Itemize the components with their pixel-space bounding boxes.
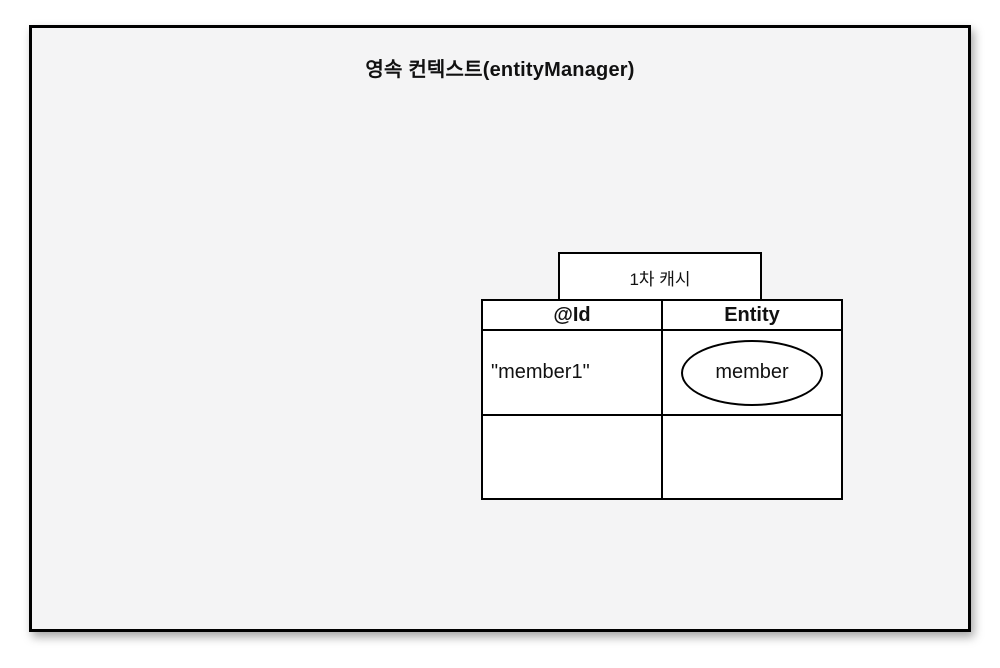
first-level-cache-table: @Id Entity "member1" member	[481, 299, 843, 500]
cell-id-member1: "member1"	[481, 329, 663, 416]
table-row: "member1" member	[481, 329, 843, 416]
persistence-context-title: 영속 컨텍스트(entityManager)	[365, 59, 635, 81]
table-header-row: @Id Entity	[481, 299, 843, 331]
cell-id-empty	[481, 414, 663, 500]
persistence-context-panel: 영속 컨텍스트(entityManager) 1차 캐시 @Id Entity …	[29, 25, 971, 632]
first-level-cache-label: 1차 캐시	[629, 269, 691, 289]
first-level-cache-box: 1차 캐시	[558, 252, 762, 302]
table-row	[481, 414, 843, 500]
table-header-id: @Id	[481, 299, 663, 331]
table-header-entity: Entity	[661, 299, 843, 331]
cell-entity-member: member	[661, 329, 843, 416]
cell-entity-empty	[661, 414, 843, 500]
member-entity-label: member	[715, 361, 789, 383]
member-entity-ellipse: member	[681, 339, 823, 406]
